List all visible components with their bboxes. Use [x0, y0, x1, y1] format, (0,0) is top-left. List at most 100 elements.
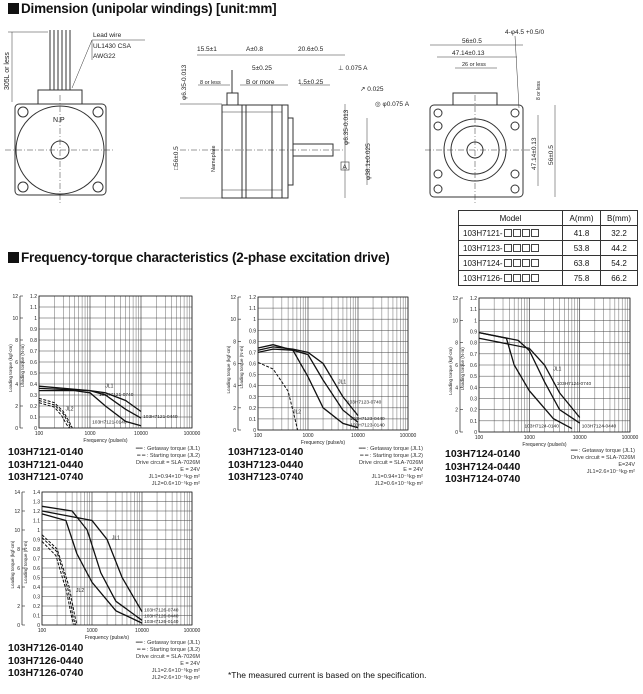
y-tick-label: 0.2 [33, 604, 40, 610]
y-tick-label: 0.9 [30, 327, 37, 333]
legend-entry: E = 24V [180, 661, 200, 667]
height-47-label: 47.14±0.13 [531, 137, 538, 170]
y-tick-label: 1 [37, 528, 40, 534]
header-model: Model [458, 210, 563, 226]
datum-a-label: A [343, 164, 348, 171]
y-tick-label: 0 [37, 623, 40, 629]
y-tick-label: 0.3 [30, 393, 37, 399]
model-cell: 103H7123- [463, 243, 503, 253]
legend-entry: JL1=0.94×10⁻⁵kg·m² [371, 474, 423, 480]
model-name: 103H7123-0740 [228, 471, 304, 483]
y-tick-label: 0.8 [30, 338, 37, 344]
legend-entry: E = 24V [403, 467, 423, 473]
x-tick-label: 100000 [622, 435, 639, 441]
model-name: 103H7123-0440 [228, 458, 304, 471]
inertia-annotation: JL1 [553, 367, 561, 373]
legend-entry: JL2=2.6×10⁻⁵kg·m² [151, 675, 200, 681]
x-tick-label: 1000 [302, 433, 313, 439]
kgf-tick-label: 6 [15, 360, 18, 366]
model-name: 103H7121-0140 [8, 446, 84, 458]
y-tick-label: 0.6 [249, 362, 256, 368]
kgf-tick-label: 10 [230, 317, 236, 323]
x-tick-label: 100000 [184, 431, 201, 437]
inertia-annotation: JL2 [76, 588, 84, 594]
a-cell: 63.8 [562, 255, 601, 271]
dim-b: B or more [246, 79, 275, 86]
y-tick-label: 0.4 [30, 382, 37, 388]
y-tick-label: 1.2 [33, 509, 40, 515]
kgf-tick-label: 4 [17, 585, 20, 591]
legend-entry: JL2=0.6×10⁻⁵kg·m² [374, 481, 423, 487]
curve-label: 103H7126-0440 [144, 613, 179, 619]
x-tick-label: 10000 [135, 628, 149, 634]
torque-curve-starting-0140 [38, 402, 71, 429]
legend-entry: Drive circuit = SLA-7026M [358, 460, 423, 466]
y-tick-label: 0.1 [30, 415, 37, 421]
front-view-drawing: 305L or less Lead wire UL1430 CSA AWG22 … [4, 30, 145, 205]
dim-20-6: 20.6±0.5 [298, 46, 324, 53]
torque-curve-103H7126-0740 [41, 510, 143, 613]
shaft-diameter-label: φ6.35-0.013 [181, 64, 188, 100]
curve-label: 103H7121-0440 [143, 414, 178, 420]
torque-curve-103H7124-0740 [478, 337, 581, 418]
kgf-axis-label: Loading torque (kgf·cm) [448, 347, 453, 395]
y-tick-label: 0.7 [249, 350, 256, 356]
legend-entry: Drive circuit = SLA-7026M [570, 455, 635, 461]
legend-entry: ━━ : Getaway torque (JL1) [135, 640, 200, 646]
rear-view-drawing: 4-φ4.5 +0.5/0 56±0.5 47.14±0.13 26 or le… [425, 29, 556, 205]
chart-legend: ━━ : Getaway torque (JL1)━ ━ : Starting … [95, 640, 200, 682]
kgf-tick-label: 0 [15, 426, 18, 432]
legend-entry: ━━ : Getaway torque (JL1) [135, 446, 200, 452]
x-tick-label: 1000 [84, 431, 95, 437]
dim-8-or-less: 8 or less [200, 80, 221, 86]
y-tick-label: 0.2 [470, 408, 477, 414]
nm-axis-label: Loading torque (N·m) [23, 540, 28, 583]
y-tick-label: 1.4 [33, 490, 40, 496]
dim-15-5: 15.5±1 [197, 46, 217, 53]
x-axis-label: Frequency (pulse/s) [522, 442, 567, 448]
kgf-tick-label: 6 [455, 363, 458, 369]
torque-curve-103H7126-0440 [41, 505, 143, 621]
kgf-tick-label: 0 [17, 623, 20, 629]
ul-label: UL1430 CSA [93, 43, 132, 50]
chart-legend: ━━ : Getaway torque (JL1)━ ━ : Starting … [95, 446, 200, 488]
y-tick-label: 0.2 [249, 406, 256, 412]
kgf-axis-label: Loading torque (kgf·cm) [8, 344, 13, 392]
header-b: B(mm) [600, 210, 638, 226]
lead-wire-label: Lead wire [93, 32, 122, 39]
kgf-tick-label: 12 [230, 295, 236, 301]
y-tick-label: 1.1 [470, 307, 477, 313]
model-name: 103H7126-0140 [8, 642, 84, 654]
a-cell: 53.8 [562, 240, 601, 256]
legend-entry: E = 24V [180, 467, 200, 473]
torque-chart-4: 00.10.20.30.40.50.60.70.80.911.11.21.31.… [10, 490, 201, 641]
model-name: 103H7124-0440 [445, 460, 521, 473]
x-tick-label: 100 [38, 628, 47, 634]
width-47-label: 47.14±0.13 [452, 50, 485, 57]
y-tick-label: 0.5 [33, 576, 40, 582]
width-56-label: 56±0.5 [462, 38, 482, 45]
header-a: A(mm) [562, 210, 601, 226]
frequency-heading-text: Frequency-torque characteristics (2-phas… [21, 250, 390, 265]
perpendicularity-tolerance: ⊥ 0.075 A [338, 65, 368, 72]
y-tick-label: 0.8 [470, 341, 477, 347]
torque-curve-starting-0740 [38, 397, 73, 429]
legend-entry: JL1=2.6×10⁻⁵kg·m² [586, 469, 635, 475]
y-tick-label: 1.2 [249, 295, 256, 301]
curve-label: 103H7126-0140 [144, 619, 179, 625]
inertia-annotation: JL2 [293, 409, 301, 415]
dim-5: 5±0.25 [252, 65, 272, 72]
kgf-tick-label: 4 [455, 385, 458, 391]
legend-entry: ━━ : Getaway torque (JL1) [358, 446, 423, 452]
kgf-tick-label: 10 [14, 528, 20, 534]
x-axis-label: Frequency (pulse/s) [83, 438, 128, 444]
y-tick-label: 1.2 [470, 296, 477, 302]
torque-curve-starting-0440 [38, 400, 72, 429]
lead-length-label: 305L or less [4, 52, 11, 90]
kgf-tick-label: 4 [233, 384, 236, 390]
kgf-tick-label: 2 [233, 406, 236, 412]
